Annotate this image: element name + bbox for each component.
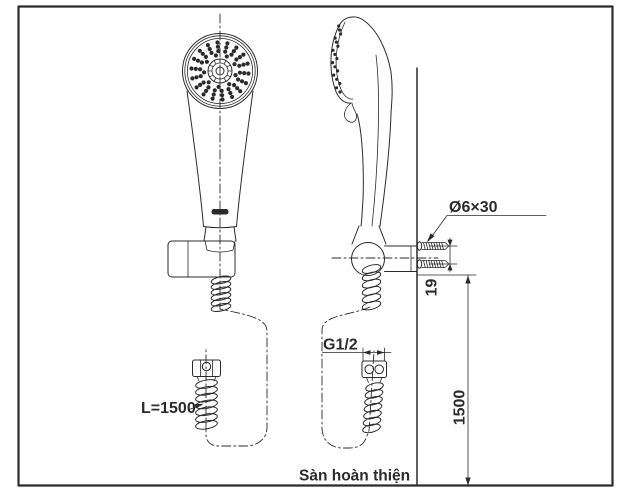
hose-nut-side xyxy=(361,360,387,383)
front-view xyxy=(167,13,268,447)
shower-head-side xyxy=(330,16,393,123)
shower-head-front xyxy=(182,33,258,109)
dimension-screw-spec: Ø6×30 xyxy=(427,199,547,242)
front-bracket-coil xyxy=(210,275,232,313)
side-bracket-coil xyxy=(361,264,382,311)
hanging-ring xyxy=(344,102,357,123)
brand-logo xyxy=(211,209,229,215)
side-end-coil xyxy=(362,382,384,434)
spray-dots xyxy=(189,40,251,102)
hose-nut-front xyxy=(192,359,221,382)
install-height-label: 1500 xyxy=(452,390,469,426)
wall-bracket-front xyxy=(167,240,236,278)
hose-thread-label: G1/2 xyxy=(323,337,358,354)
dimension-hose-thread: G1/2 xyxy=(322,337,392,362)
dimension-install-height: 1500 xyxy=(416,274,477,486)
wall-bracket-side xyxy=(351,242,417,276)
hose-length-label: L=1500 xyxy=(141,400,196,417)
handle-front xyxy=(186,90,254,242)
side-face-dots xyxy=(331,24,343,94)
floor-label: Sàn hoàn thiện xyxy=(299,468,410,485)
hub-ticks xyxy=(208,59,232,83)
dimensions: Ø6×30 19 1500 G1/2 L=1500 xyxy=(141,199,547,486)
dimension-screw-spacing: 19 xyxy=(424,237,458,297)
side-view xyxy=(321,16,450,449)
handle-side xyxy=(351,54,392,245)
screw-spacing-label: 19 xyxy=(424,279,441,297)
front-end-coil xyxy=(195,379,218,430)
screw-spec-label: Ø6×30 xyxy=(449,199,498,216)
dimension-hose-length: L=1500 xyxy=(141,400,204,417)
hose-centerline-side xyxy=(321,257,439,449)
drawing-frame xyxy=(17,5,614,487)
hose-centerline-front xyxy=(205,13,268,447)
